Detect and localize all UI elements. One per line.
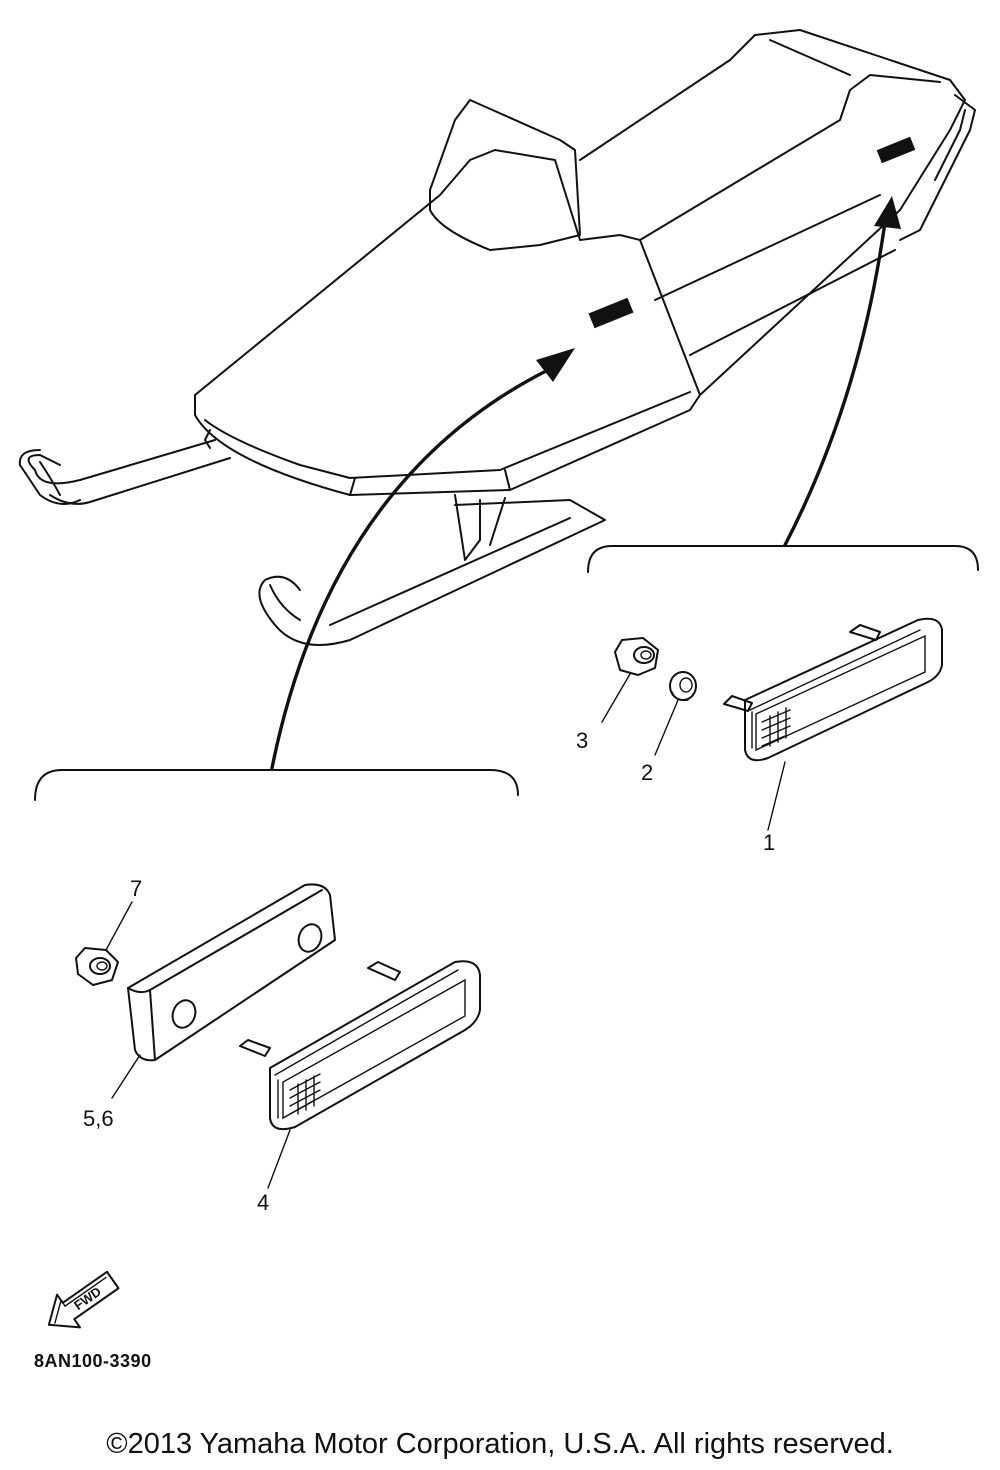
snowmobile-illustration: [18, 29, 976, 646]
front-detail-bracket: [34, 769, 519, 801]
front-reflector-mark: [588, 297, 634, 329]
snowmobile-hood: [194, 149, 701, 496]
copyright-notice: ©2013 Yamaha Motor Corporation, U.S.A. A…: [106, 1428, 894, 1460]
left-ski: [18, 439, 231, 505]
callout-2: 2: [641, 760, 653, 785]
reflector-part-4: [239, 960, 481, 1131]
leader-line-5-6: [111, 1054, 141, 1099]
rear-reflector-mark: [876, 136, 916, 164]
front-location-arrow: [270, 368, 550, 770]
windshield: [429, 99, 581, 251]
front-arrowhead: [536, 348, 575, 382]
leader-line-3: [601, 673, 631, 723]
reflector-part-1: [723, 617, 943, 762]
washer-part-2: [669, 671, 697, 702]
nut-part-3: [614, 637, 659, 676]
leader-line-2: [654, 699, 679, 756]
callout-4: 4: [257, 1190, 269, 1215]
seat-and-rear-body: [579, 29, 976, 396]
leader-line-4: [267, 1129, 291, 1189]
callout-5-6: 5,6: [83, 1106, 114, 1131]
nut-part-7: [75, 947, 119, 986]
forward-direction-indicator: FWD: [47, 1270, 120, 1329]
leader-line-7: [105, 901, 133, 951]
rear-location-arrow: [783, 220, 887, 547]
callout-1: 1: [763, 830, 775, 855]
diagram-code: 8AN100-3390: [34, 1351, 152, 1371]
callout-3: 3: [576, 728, 588, 753]
callout-7: 7: [130, 876, 142, 901]
location-arrows: [270, 196, 901, 770]
rear-detail-bracket: [587, 545, 979, 573]
right-ski: [258, 494, 606, 646]
leader-line-1: [767, 761, 786, 831]
rear-arrowhead: [874, 196, 901, 229]
fwd-label: FWD: [71, 1284, 104, 1313]
spacer-part-5-6: [127, 883, 336, 1062]
